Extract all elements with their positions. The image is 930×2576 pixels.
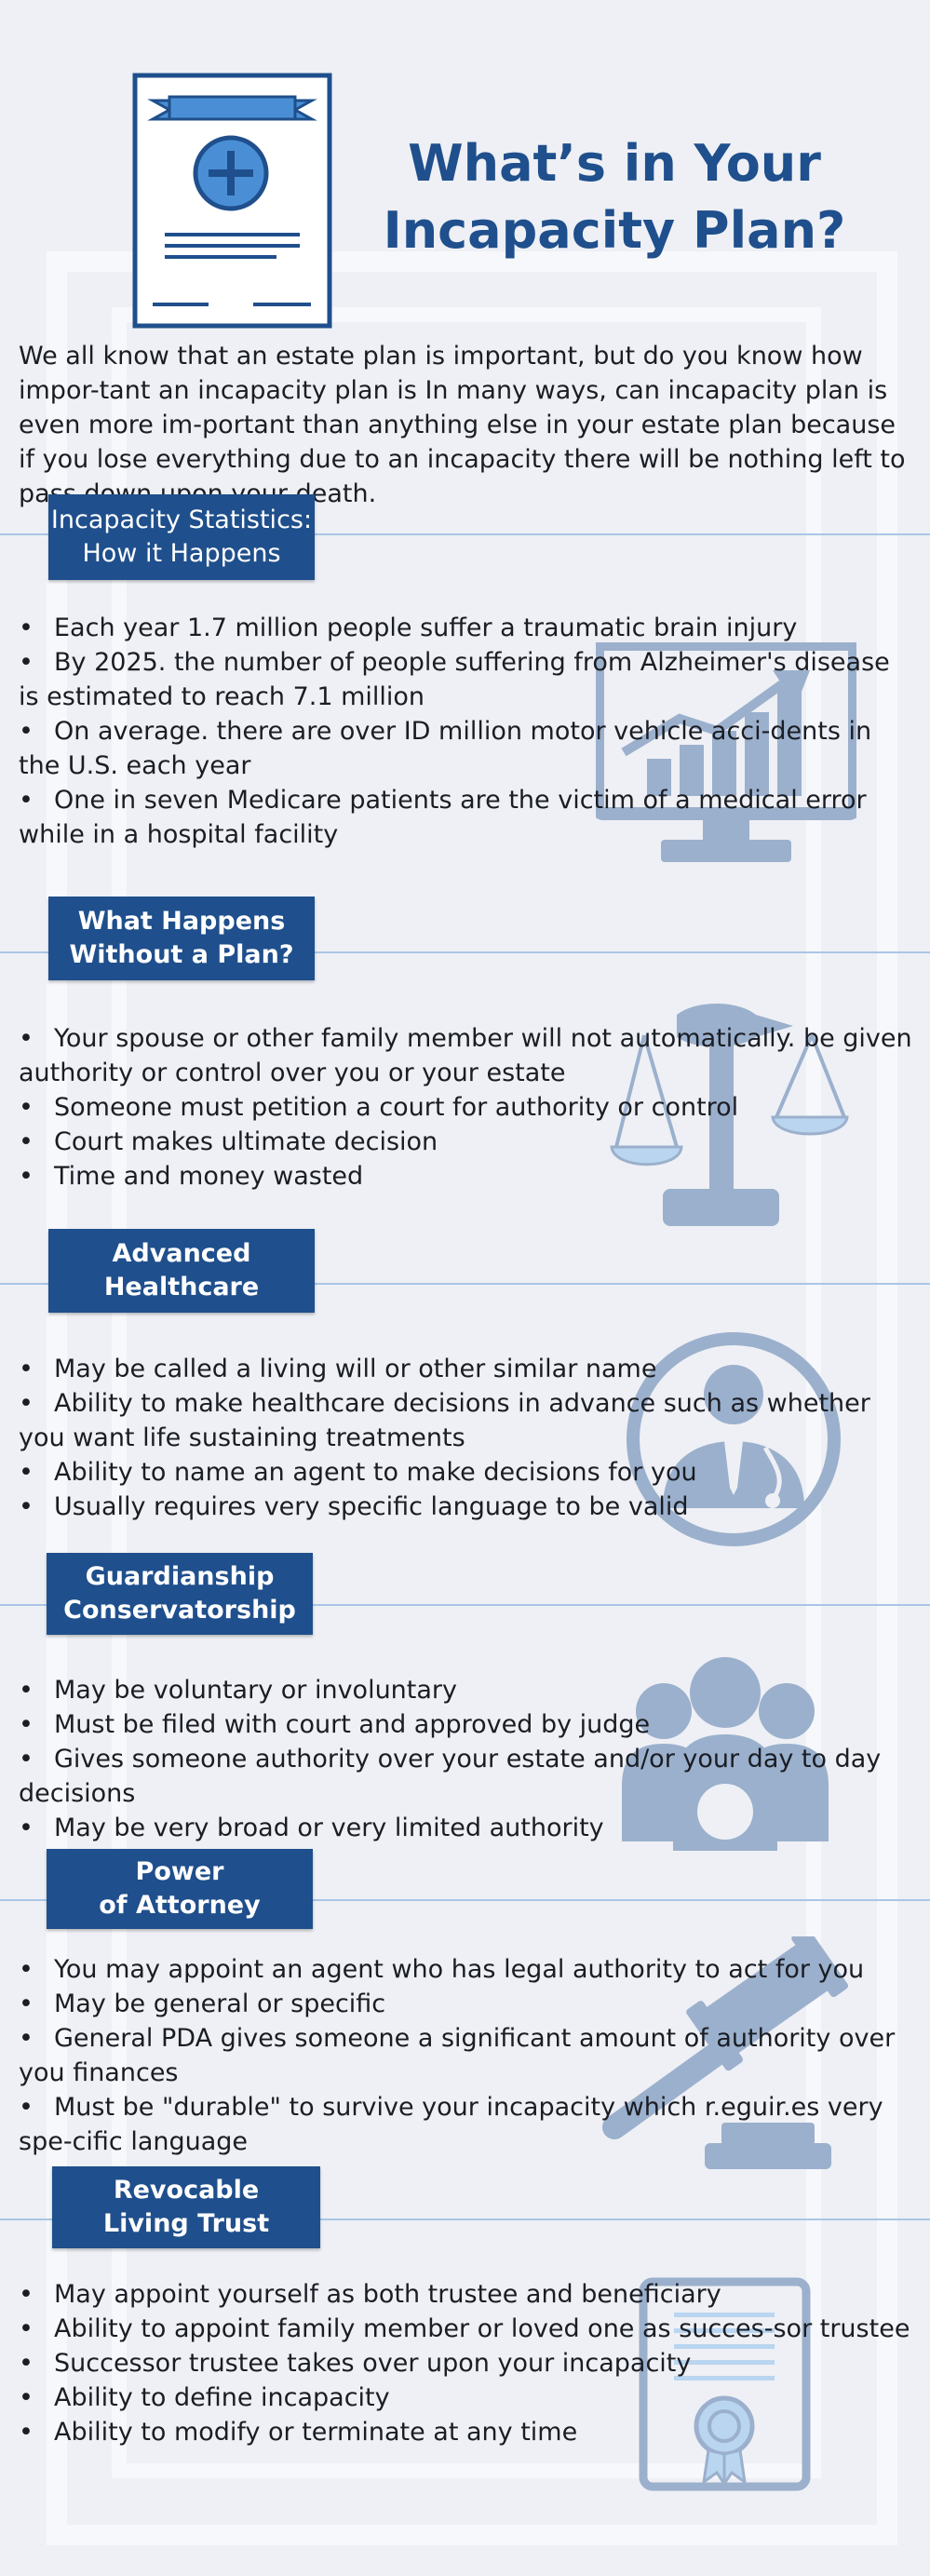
- section-list-without-plan: •Your spouse or other family member will…: [19, 1021, 912, 1194]
- background-frame-inner: [112, 307, 821, 2478]
- section-label-line-2: Conservatorship: [63, 1596, 296, 1625]
- section-label-line-1: Power: [135, 1857, 224, 1886]
- list-item: •One in seven Medicare patients are the …: [19, 786, 867, 849]
- section-list-incapacity-statistics: •Each year 1.7 million people suffer a t…: [19, 611, 912, 852]
- section-label-line-1: Guardianship: [85, 1562, 275, 1591]
- list-item: •On average. there are over ID million m…: [19, 717, 872, 780]
- page-title: What’s in Your Incapacity Plan?: [372, 130, 856, 264]
- section-label-without-plan: What Happens Without a Plan?: [48, 897, 315, 980]
- section-label-line-1: Incapacity Statistics:: [50, 506, 313, 534]
- list-item: •May be called a living will or other si…: [19, 1355, 657, 1383]
- section-label-line-1: Revocable: [113, 2176, 260, 2205]
- list-item: •Successor trustee takes over upon your …: [19, 2349, 692, 2378]
- gavel-icon: [602, 1936, 849, 2169]
- section-label-line-1: What Happens: [77, 907, 286, 936]
- document-plus-icon: [132, 73, 332, 329]
- list-item: •Each year 1.7 million people suffer a t…: [19, 614, 798, 642]
- list-item: •Someone must petition a court for autho…: [19, 1093, 739, 1122]
- list-item: •Ability to define incapacity: [19, 2383, 390, 2412]
- list-item: •Must be "durable" to survive your incap…: [19, 2093, 883, 2156]
- section-divider: [0, 533, 930, 535]
- list-item: •General PDA gives someone a significant…: [19, 2024, 896, 2087]
- section-divider: [0, 2219, 930, 2220]
- certificate-icon: [639, 2277, 811, 2491]
- title-line-1: What’s in Your: [408, 134, 821, 193]
- list-item: •May be very broad or very limited autho…: [19, 1814, 604, 1842]
- list-item: •Ability to appoint family member or lov…: [19, 2314, 910, 2343]
- section-divider: [0, 1604, 930, 1606]
- section-label-line-2: How it Happens: [82, 539, 281, 568]
- doctor-icon: [627, 1332, 841, 1546]
- section-divider: [0, 951, 930, 953]
- section-label-advanced-healthcare: Advanced Healthcare: [48, 1229, 315, 1313]
- intro-paragraph: We all know that an estate plan is impor…: [19, 342, 906, 508]
- list-item: •Ability to modify or terminate at any t…: [19, 2418, 578, 2447]
- section-list-power-of-attorney: •You may appoint an agent who has legal …: [19, 1952, 912, 2159]
- section-label-line-2: of Attorney: [99, 1891, 261, 1920]
- list-item: •May appoint yourself as both trustee an…: [19, 2280, 721, 2309]
- list-item: •Court makes ultimate decision: [19, 1127, 438, 1156]
- section-label-line-2: Living Trust: [102, 2209, 270, 2238]
- list-item: •Time and money wasted: [19, 1162, 364, 1191]
- section-label-line-2: Without a Plan?: [69, 940, 294, 969]
- scales-of-justice-icon: [610, 1004, 849, 1226]
- list-item: •Gives someone authority over your estat…: [19, 1745, 882, 1808]
- section-divider: [0, 1283, 930, 1285]
- list-item: •Usually requires very specific language…: [19, 1492, 689, 1521]
- section-label-incapacity-statistics: Incapacity Statistics: How it Happens: [48, 494, 315, 580]
- section-list-guardianship: •May be voluntary or involuntary •Must b…: [19, 1673, 912, 1845]
- list-item: •May be voluntary or involuntary: [19, 1676, 458, 1705]
- section-label-guardianship: Guardianship Conservatorship: [47, 1553, 313, 1635]
- section-label-revocable-trust: Revocable Living Trust: [52, 2166, 320, 2248]
- title-line-2: Incapacity Plan?: [383, 201, 846, 260]
- section-label-line-1: Advanced: [112, 1239, 251, 1268]
- section-label-line-2: Healthcare: [103, 1273, 260, 1301]
- section-list-advanced-healthcare: •May be called a living will or other si…: [19, 1352, 912, 1524]
- list-item: •You may appoint an agent who has legal …: [19, 1955, 865, 1984]
- group-of-people-icon: [622, 1657, 829, 1851]
- section-list-revocable-trust: •May appoint yourself as both trustee an…: [19, 2277, 912, 2449]
- list-item: •Ability to make healthcare decisions in…: [19, 1389, 870, 1452]
- growth-chart-monitor-icon: [596, 642, 856, 862]
- list-item: •May be general or specific: [19, 1989, 386, 2018]
- list-item: •By 2025. the number of people suffering…: [19, 648, 890, 711]
- section-divider: [0, 1899, 930, 1901]
- list-item: •Your spouse or other family member will…: [19, 1024, 912, 1087]
- section-label-power-of-attorney: Power of Attorney: [47, 1849, 313, 1929]
- list-item: •Ability to name an agent to make decisi…: [19, 1458, 697, 1487]
- list-item: •Must be filed with court and approved b…: [19, 1710, 651, 1739]
